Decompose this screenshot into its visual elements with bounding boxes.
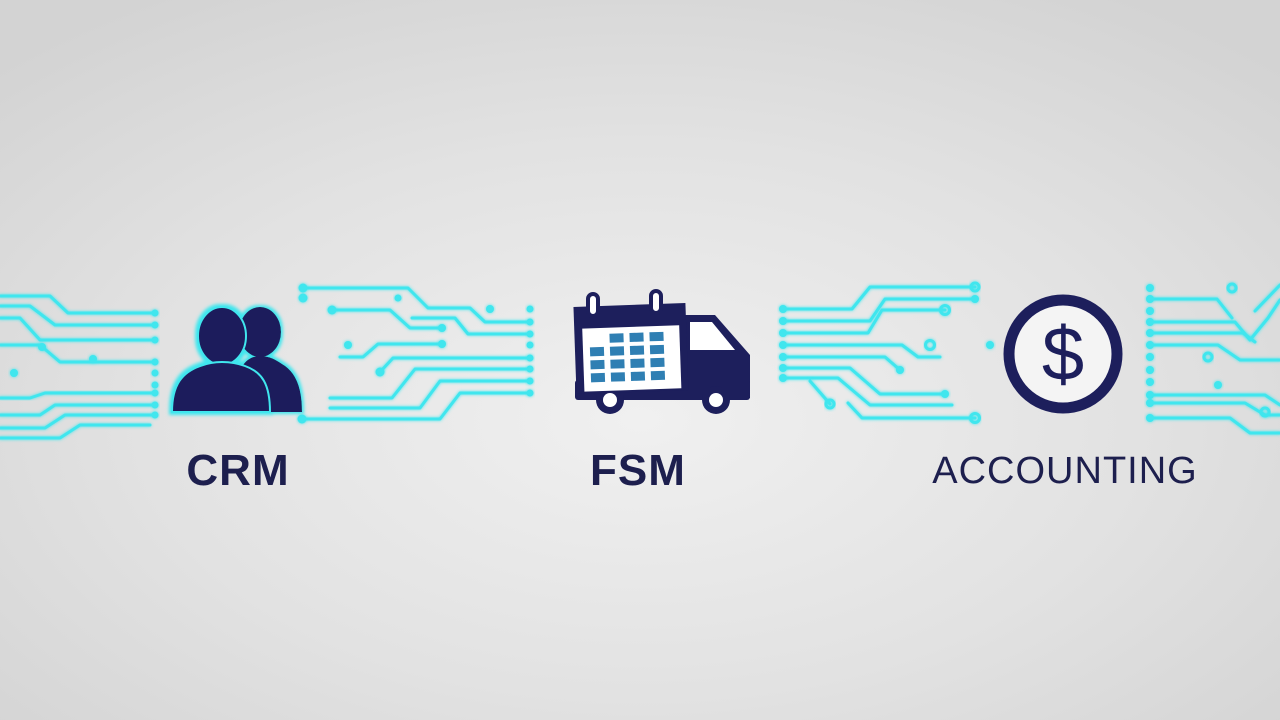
circuit-traces-right (1146, 282, 1280, 435)
users-icon (170, 306, 302, 413)
dollar-circle-icon: $ (1003, 294, 1123, 414)
circuit-traces-crm-fsm (288, 283, 534, 424)
calendar-truck-icon (573, 289, 750, 414)
circuit-traces-fsm-accounting (779, 281, 994, 424)
svg-text:$: $ (1042, 312, 1084, 397)
fsm-label: FSM (590, 446, 686, 495)
accounting-label: ACCOUNTING (932, 450, 1198, 492)
circuit-traces-left (0, 294, 159, 440)
crm-label: CRM (186, 446, 290, 495)
